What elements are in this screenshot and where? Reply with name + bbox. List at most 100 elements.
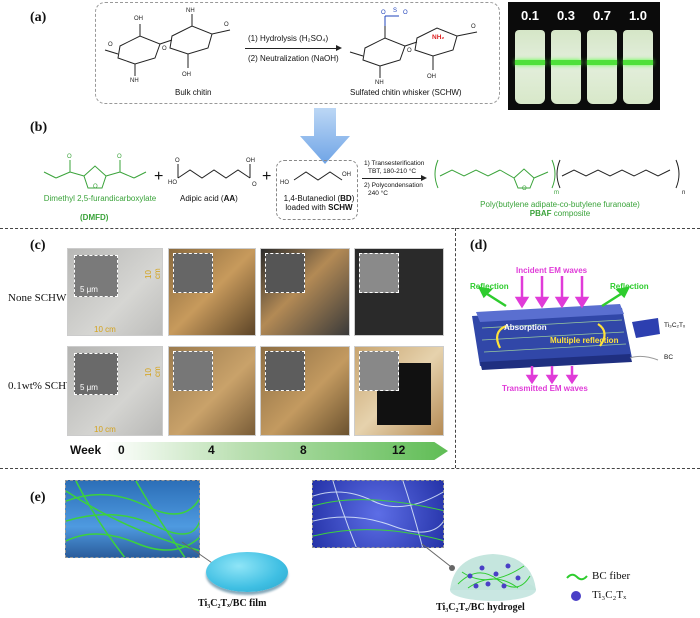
svg-text:OH: OH	[182, 72, 191, 78]
week-label: Week	[70, 443, 102, 457]
reaction-arrow-head-b	[421, 175, 427, 181]
pbaf-suffix: composite	[553, 209, 591, 218]
bd-structure: HO OH	[280, 171, 351, 186]
svg-text:NH: NH	[375, 80, 384, 86]
row-label-none: None SCHW	[8, 292, 67, 304]
svg-text:n: n	[682, 190, 685, 196]
dim-horizontal: 10 cm	[94, 425, 116, 434]
week-12: 12	[392, 443, 406, 457]
bd-box	[276, 160, 358, 220]
svg-text:O: O	[252, 182, 257, 188]
vial-label-4: 1.0	[628, 8, 648, 23]
sem-inset	[265, 253, 305, 293]
svg-text:HO: HO	[168, 180, 177, 186]
svg-text:m: m	[554, 190, 559, 196]
nh2-label: NH₂	[432, 34, 445, 41]
photo-none-w4	[168, 248, 256, 336]
svg-text:O: O	[162, 46, 167, 52]
legend-bc-d: BC	[664, 354, 674, 361]
cond-step1: 1) Transesterification	[364, 160, 425, 167]
pbaf-abbr: PBAF	[529, 209, 552, 218]
panel-label-c: (c)	[30, 238, 46, 253]
panel-label-a: (a)	[30, 10, 47, 25]
vial-label-2: 0.3	[556, 8, 576, 23]
photo-schw-w12	[354, 346, 444, 436]
panel-label-e: (e)	[30, 490, 46, 505]
cond-step2b: 240 °C	[368, 190, 388, 197]
svg-text:O: O	[67, 154, 72, 160]
svg-text:NH: NH	[186, 8, 195, 14]
aa-label: Adipic acid (AA)	[180, 194, 238, 203]
reaction-arrow-head-a	[336, 45, 342, 51]
cond-step2: 2) Polycondensation	[364, 182, 423, 189]
hydrogel-inset	[312, 480, 444, 548]
week-0: 0	[118, 443, 125, 457]
svg-text:O: O	[108, 42, 113, 48]
mxene-legend-icon	[571, 591, 581, 601]
hydrogel-network	[313, 481, 443, 547]
photo-schw-w8	[260, 346, 350, 436]
plus-2: +	[262, 168, 272, 185]
photo-schw-w0: 5 μm 10 cm 10 cm	[67, 346, 163, 436]
bc-fibers	[66, 481, 199, 557]
sem-inset	[359, 351, 399, 391]
film-fiber-inset	[65, 480, 200, 558]
svg-text:O: O	[175, 158, 180, 164]
bd-line1: 1,4-Butanediol (	[283, 194, 341, 203]
svg-text:OH: OH	[246, 158, 255, 164]
bd-schw: SCHW	[328, 203, 353, 212]
vials-photo: 0.1 0.3 0.7 1.0	[508, 2, 660, 110]
svg-text:OH: OH	[342, 172, 351, 178]
week-timeline-bar	[106, 442, 448, 460]
vial-label-3: 0.7	[592, 8, 612, 23]
svg-text:O: O	[381, 10, 386, 16]
photo-none-w12	[354, 248, 444, 336]
divider-bottom	[0, 468, 700, 469]
hydrogel-label: Ti₃C₂Tₓ/BC hydrogel	[436, 602, 525, 613]
absorption-label: Absorption	[504, 323, 547, 332]
transmitted-label: Transmitted EM waves	[502, 384, 588, 393]
dmfd-name: Dimethyl 2,5-furandicarboxylate	[43, 194, 157, 203]
vial-3	[587, 30, 617, 104]
vial-2	[551, 30, 581, 104]
svg-text:NH: NH	[130, 78, 139, 84]
reaction-arrow-a	[245, 48, 340, 49]
reaction-arrow-b	[362, 178, 424, 179]
svg-text:O: O	[403, 10, 408, 16]
dmfd-structure: O O O	[43, 154, 147, 190]
svg-text:OH: OH	[134, 16, 143, 22]
down-arrow-icon	[300, 108, 350, 164]
scale-label: 5 μm	[80, 285, 98, 294]
vial-label-1: 0.1	[520, 8, 540, 23]
bc-fiber-legend-icon	[566, 573, 588, 581]
bd-line2: loaded with	[285, 203, 326, 212]
divider-top	[0, 228, 700, 229]
svg-text:OH: OH	[427, 74, 436, 80]
sem-inset	[74, 353, 118, 395]
sem-inset	[173, 351, 213, 391]
panel-label-b: (b)	[30, 120, 48, 135]
bulk-chitin-label: Bulk chitin	[175, 88, 212, 97]
vial-4	[623, 30, 653, 104]
sem-inset	[74, 255, 118, 297]
svg-text:HO: HO	[280, 180, 289, 186]
vial-1	[515, 30, 545, 104]
divider-middle	[455, 228, 456, 468]
svg-text:S: S	[393, 8, 397, 14]
photo-none-w0: 5 μm 10 cm 10 cm	[67, 248, 163, 336]
svg-text:O: O	[93, 184, 98, 190]
reflection-left-label: Reflection	[470, 282, 509, 291]
dmfd-abbr: (DMFD)	[80, 213, 109, 222]
svg-text:O: O	[117, 154, 122, 160]
sem-inset	[265, 351, 305, 391]
dim-vertical: 10 cm	[144, 268, 162, 279]
step-hydrolysis: (1) Hydrolysis (H₂SO₄)	[248, 34, 329, 43]
aa-name: Adipic acid (	[180, 194, 224, 203]
svg-text:O: O	[522, 186, 527, 192]
pbaf-abbr-line: PBAF composite	[460, 209, 660, 218]
panel-label-d: (d)	[470, 238, 488, 253]
film-disk	[206, 552, 288, 592]
photo-schw-w4	[168, 346, 256, 436]
